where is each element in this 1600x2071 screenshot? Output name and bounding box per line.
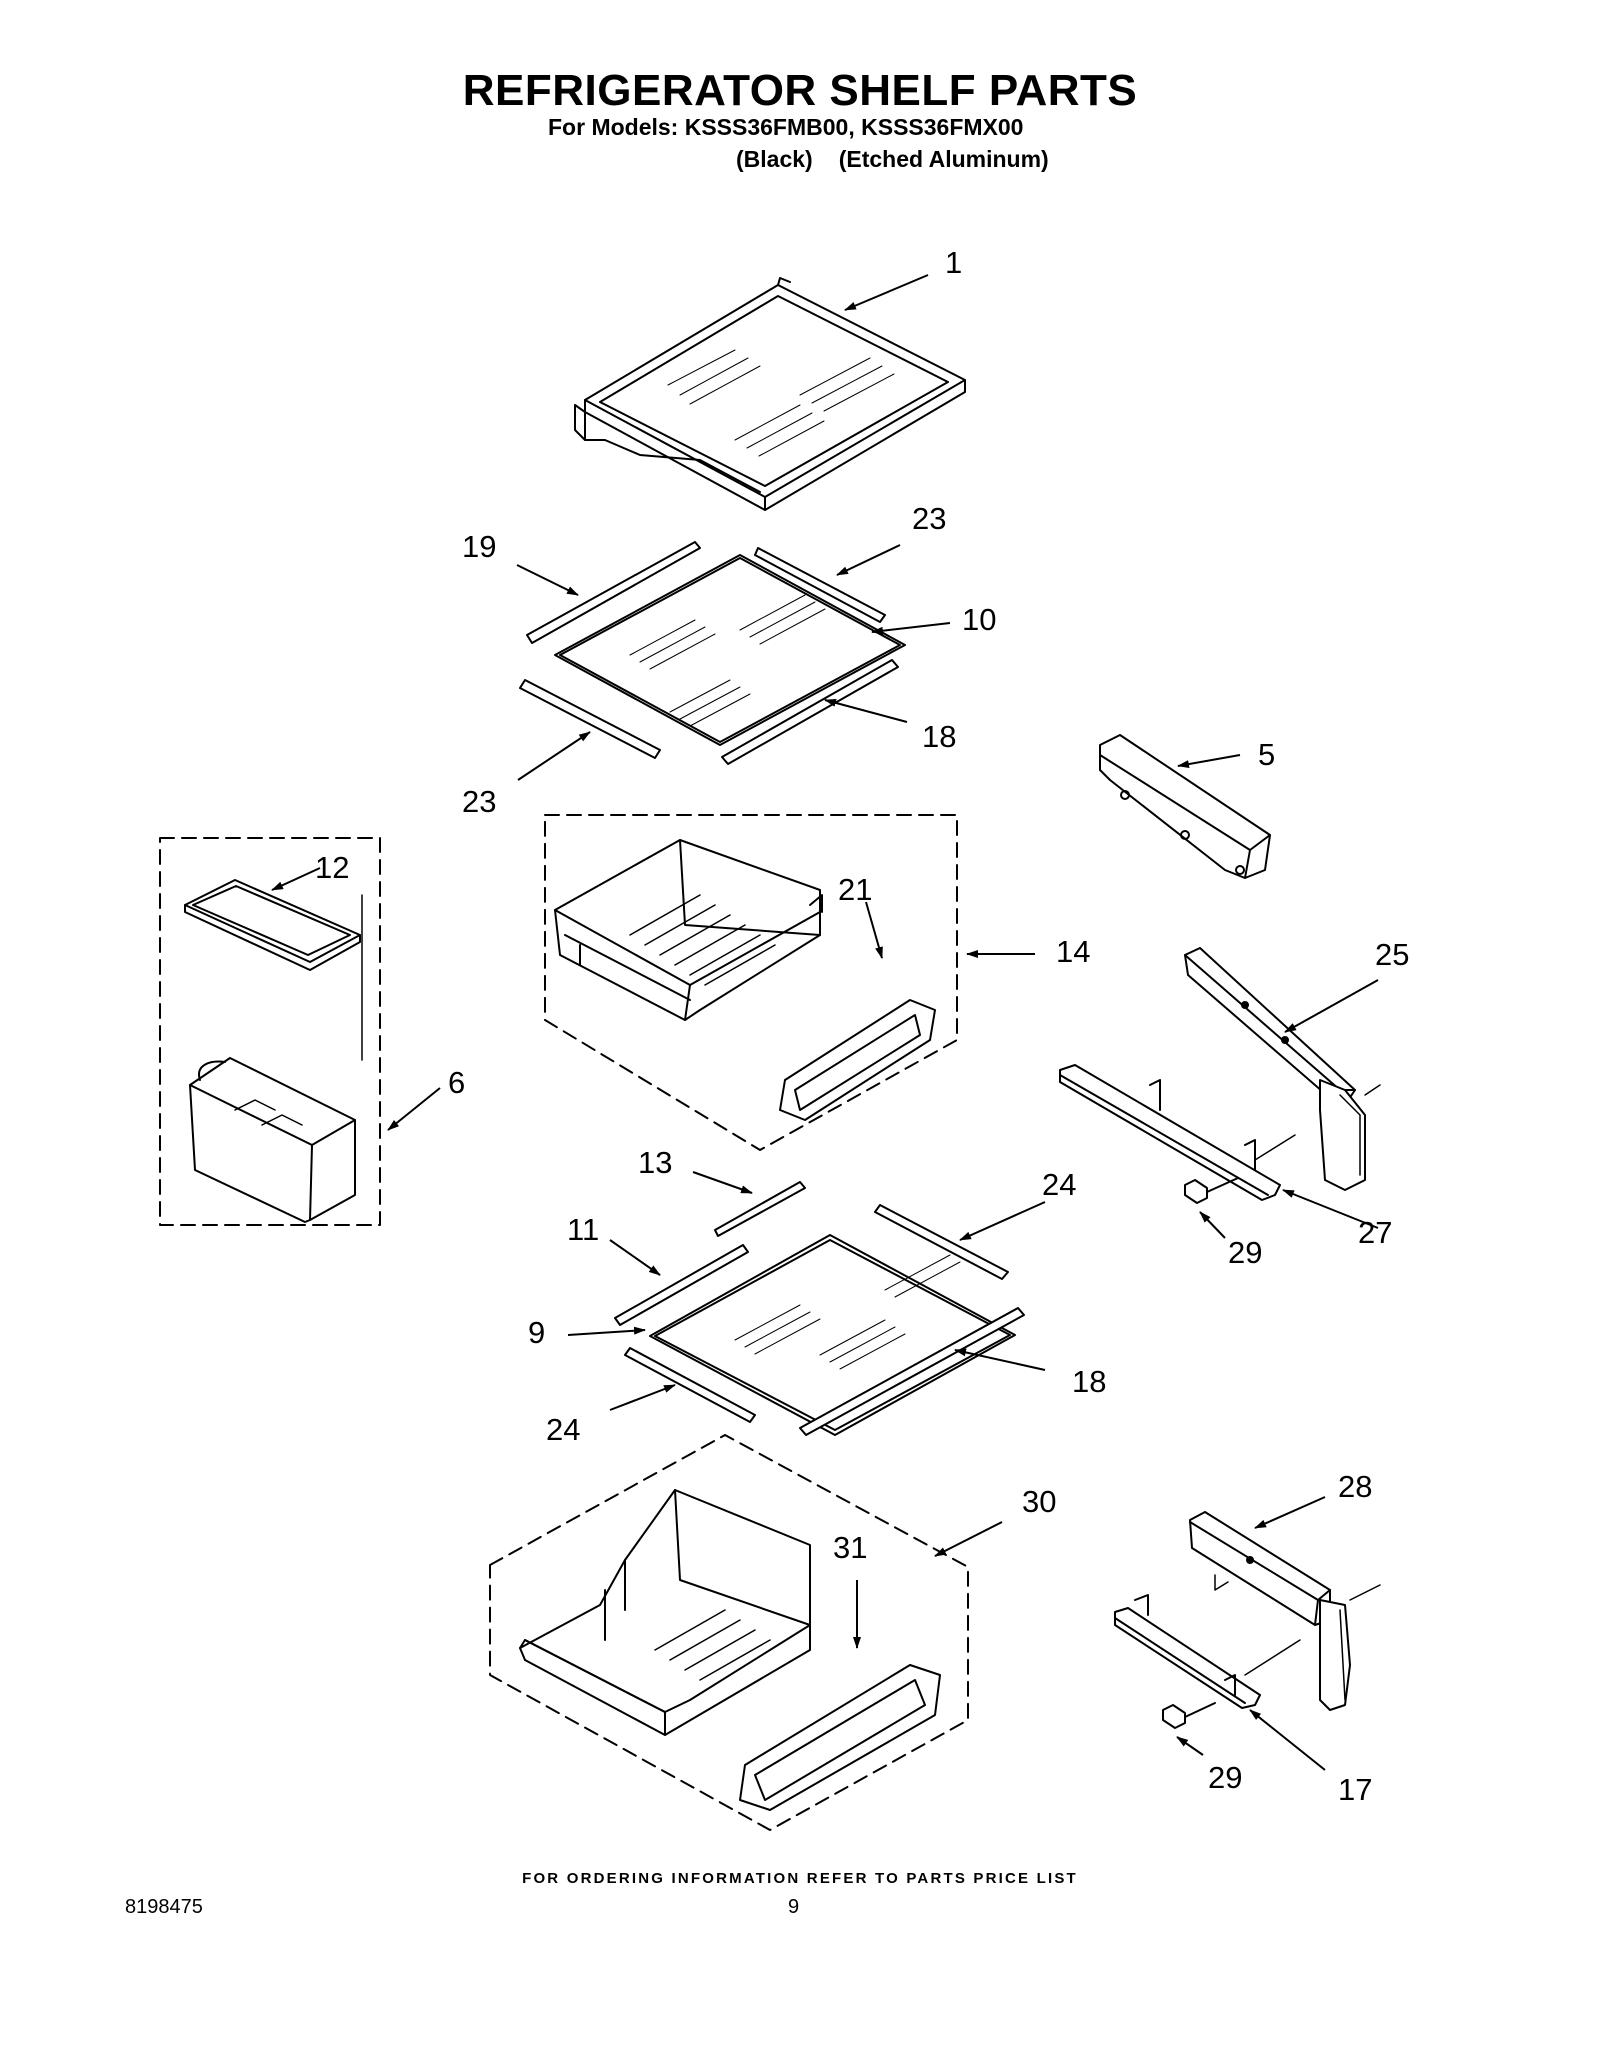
leader-arrow-11 xyxy=(609,1239,661,1276)
trim-24-upper-part xyxy=(874,1204,1009,1280)
callout-24-upper: 24 xyxy=(1042,1167,1076,1202)
leader-arrow-17 xyxy=(1249,1709,1326,1771)
callout-17: 17 xyxy=(1338,1772,1372,1807)
page-number: 9 xyxy=(788,1896,800,1918)
page-title: REFRIGERATOR SHELF PARTS xyxy=(462,66,1138,115)
leader-arrow-24-upper xyxy=(959,1201,1046,1241)
leader-arrow-18-upper xyxy=(824,698,908,723)
leader-arrow-23-lower xyxy=(517,731,591,781)
trim-23-upper-part xyxy=(754,547,886,623)
leader-arrow-10 xyxy=(871,622,951,635)
leader-arrow-5 xyxy=(1177,754,1241,769)
document-number: 8198475 xyxy=(125,1896,203,1918)
callout-18-lower: 18 xyxy=(1072,1364,1106,1399)
leader-arrow-23-upper xyxy=(836,544,901,576)
leader-arrows xyxy=(271,274,1379,1771)
callout-11: 11 xyxy=(567,1212,599,1247)
callout-10: 10 xyxy=(962,602,996,637)
leader-arrow-6 xyxy=(387,1087,441,1131)
trim-13-part xyxy=(714,1181,806,1237)
callout-29-lower: 29 xyxy=(1208,1760,1242,1795)
leader-arrow-24-lower xyxy=(609,1384,676,1411)
trim-24-lower-part xyxy=(624,1347,756,1423)
callout-14: 14 xyxy=(1056,934,1090,969)
ordering-note: FOR ORDERING INFORMATION REFER TO PARTS … xyxy=(522,1870,1078,1887)
drawer-front-21-part xyxy=(779,999,936,1121)
trim-11-part xyxy=(614,1244,749,1326)
leader-arrow-18-lower xyxy=(954,1348,1046,1371)
callout-30: 30 xyxy=(1022,1484,1056,1519)
callout-31: 31 xyxy=(833,1530,867,1565)
callout-5: 5 xyxy=(1258,737,1275,772)
leader-arrow-12 xyxy=(271,867,321,891)
leader-arrow-25 xyxy=(1284,979,1379,1033)
cover-5-part xyxy=(1099,734,1271,879)
callout-23-lower: 23 xyxy=(462,784,496,819)
screw-29-upper-part xyxy=(1184,1177,1239,1204)
color-aluminum-label: (Etched Aluminum) xyxy=(838,146,1049,172)
screw-29-lower-part xyxy=(1162,1702,1216,1729)
callout-6: 6 xyxy=(448,1065,465,1100)
trim-19-part xyxy=(526,541,701,644)
glass-shelf-assembly-part xyxy=(574,277,966,511)
dashed-group-box-left xyxy=(159,837,381,1226)
leader-arrow-28 xyxy=(1254,1496,1326,1529)
callout-19: 19 xyxy=(462,529,496,564)
callout-27: 27 xyxy=(1358,1215,1392,1250)
callout-18-upper: 18 xyxy=(922,719,956,754)
trim-23-lower-part xyxy=(519,679,661,759)
trim-18-lower-part xyxy=(799,1307,1025,1436)
leader-arrow-30 xyxy=(934,1521,1003,1557)
callout-28: 28 xyxy=(1338,1469,1372,1504)
callout-23-upper: 23 xyxy=(912,501,946,536)
crisper-drawer-part xyxy=(554,839,823,1021)
drawer-front-31-part xyxy=(739,1664,941,1811)
dashed-group-box-30 xyxy=(489,1434,969,1831)
callout-13: 13 xyxy=(638,1145,672,1180)
crisper-pan-part xyxy=(519,1489,811,1736)
slide-rail-17-part xyxy=(1114,1594,1301,1709)
callout-24-lower: 24 xyxy=(546,1412,580,1447)
callout-9: 9 xyxy=(528,1315,545,1350)
leader-arrow-1 xyxy=(844,274,929,311)
color-black-label: (Black) xyxy=(736,146,813,172)
callout-12: 12 xyxy=(315,850,349,885)
callout-21: 21 xyxy=(838,872,872,907)
leader-arrow-19 xyxy=(516,564,579,596)
slide-rail-27-part xyxy=(1059,1064,1296,1201)
callout-29-upper: 29 xyxy=(1228,1235,1262,1270)
model-colors: (Black) (Etched Aluminum) xyxy=(736,146,1049,173)
glass-shelf-10-part xyxy=(554,554,906,746)
glass-shelf-9-part xyxy=(649,1234,1016,1436)
leader-arrow-21 xyxy=(865,901,883,959)
leader-arrow-29-lower xyxy=(1176,1736,1204,1756)
trim-18-upper-part xyxy=(721,659,899,765)
callout-1: 1 xyxy=(945,245,962,280)
bin-6-part xyxy=(189,1057,356,1223)
leader-arrow-27 xyxy=(1282,1189,1379,1229)
leader-arrow-29-upper xyxy=(1199,1211,1226,1239)
bin-cover-12-part xyxy=(184,879,361,971)
dashed-group-box-14 xyxy=(544,814,958,1151)
leader-arrow-9 xyxy=(567,1326,646,1336)
callout-numbers: 1 19 23 10 18 23 5 12 21 14 6 25 13 24 1… xyxy=(315,245,1409,1807)
models-line: For Models: KSSS36FMB00, KSSS36FMX00 xyxy=(548,114,1024,140)
slide-bracket-25-part xyxy=(1184,947,1381,1191)
slide-bracket-28-part xyxy=(1189,1511,1381,1711)
callout-25: 25 xyxy=(1375,937,1409,972)
leader-arrow-13 xyxy=(692,1171,753,1194)
